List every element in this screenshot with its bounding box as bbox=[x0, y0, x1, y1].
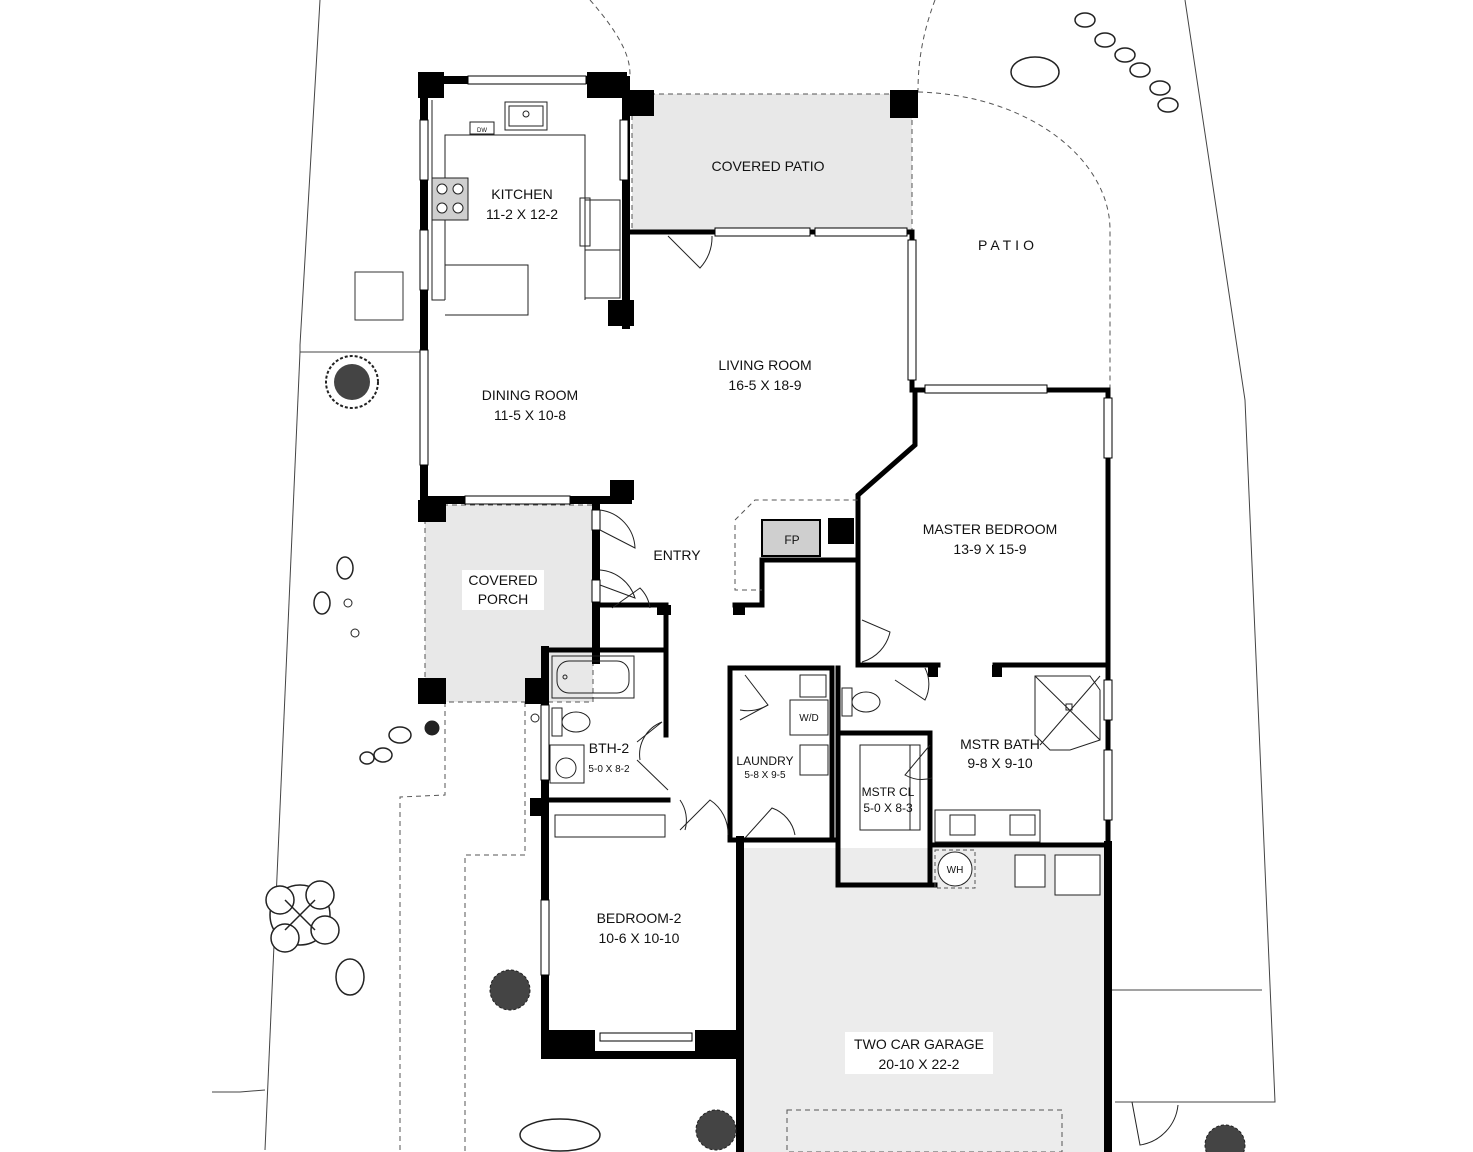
stepping-stones bbox=[313, 12, 1179, 1152]
garage-name: TWO CAR GARAGE bbox=[854, 1036, 984, 1052]
bath2-dims: 5-0 X 8-2 bbox=[588, 764, 630, 775]
bath2-name: BTH-2 bbox=[589, 740, 630, 756]
master-bath-name: MSTR BATH bbox=[960, 736, 1040, 752]
windows bbox=[419, 75, 1113, 1042]
bathtub-icon bbox=[551, 655, 635, 699]
master-bedroom-dims: 13-9 X 15-9 bbox=[953, 541, 1026, 557]
garage-dims: 20-10 X 22-2 bbox=[879, 1056, 960, 1072]
shrub-icon bbox=[489, 969, 531, 1011]
living-room-name: LIVING ROOM bbox=[718, 357, 811, 373]
kitchen-name: KITCHEN bbox=[491, 186, 552, 202]
stove-icon bbox=[431, 177, 469, 221]
patio-name: PATIO bbox=[978, 237, 1038, 253]
shrub-icon bbox=[1204, 1124, 1246, 1152]
toilet-icon bbox=[551, 687, 881, 737]
bedroom2-closet bbox=[554, 814, 666, 838]
site-square-pad bbox=[354, 271, 404, 321]
refrigerator-icon bbox=[579, 197, 591, 247]
site-lines bbox=[212, 0, 1276, 1151]
covered-porch-name-line1: COVERED bbox=[468, 572, 537, 588]
master-bath-dims: 9-8 X 9-10 bbox=[967, 755, 1033, 771]
kitchen-dims: 11-2 X 12-2 bbox=[486, 206, 558, 222]
plant-icons bbox=[343, 598, 540, 736]
columns bbox=[418, 72, 1002, 1058]
master-bedroom-name: MASTER BEDROOM bbox=[923, 521, 1058, 537]
bathroom-sink-icon bbox=[549, 744, 1041, 843]
room-labels: KITCHEN 11-2 X 12-2 COVERED PATIO PATIO … bbox=[462, 158, 1057, 1074]
flower-bush-icon bbox=[265, 880, 340, 953]
svg-text:DW: DW bbox=[477, 128, 487, 134]
fireplace bbox=[734, 499, 858, 591]
fireplace-label: FP bbox=[784, 533, 799, 547]
site-dashed-lines bbox=[399, 0, 1111, 1152]
living-room-dims: 16-5 X 18-9 bbox=[728, 377, 801, 393]
master-closet-dims: 5-0 X 8-3 bbox=[863, 801, 913, 815]
bedroom2-dims: 10-6 X 10-10 bbox=[599, 930, 680, 946]
garage-door-outline bbox=[786, 1109, 1063, 1152]
garage-floor bbox=[742, 848, 1107, 1152]
laundry-fixtures bbox=[789, 674, 921, 831]
landscaping bbox=[265, 12, 1246, 1152]
covered-porch-name-line2: PORCH bbox=[478, 591, 529, 607]
bedroom2-name: BEDROOM-2 bbox=[597, 910, 682, 926]
shower-icon bbox=[1034, 675, 1101, 751]
laundry-name: LAUNDRY bbox=[736, 754, 793, 768]
doors bbox=[599, 235, 1179, 1146]
covered-patio-name: COVERED PATIO bbox=[711, 158, 824, 174]
water-heater-icon bbox=[934, 849, 976, 889]
garage-utility-sink bbox=[1014, 854, 1101, 896]
dining-room-name: DINING ROOM bbox=[482, 387, 578, 403]
entry-name: ENTRY bbox=[653, 547, 701, 563]
dishwasher-icon: DW bbox=[469, 121, 495, 135]
washer-dryer-label: W/D bbox=[799, 713, 818, 724]
shrub-icon bbox=[695, 1109, 737, 1151]
dining-room-dims: 11-5 X 10-8 bbox=[494, 407, 566, 423]
kitchen-sink-icon bbox=[508, 105, 544, 127]
water-heater-label: WH bbox=[947, 865, 964, 876]
laundry-dims: 5-8 X 9-5 bbox=[744, 770, 786, 781]
master-closet-name: MSTR CL bbox=[862, 785, 915, 799]
